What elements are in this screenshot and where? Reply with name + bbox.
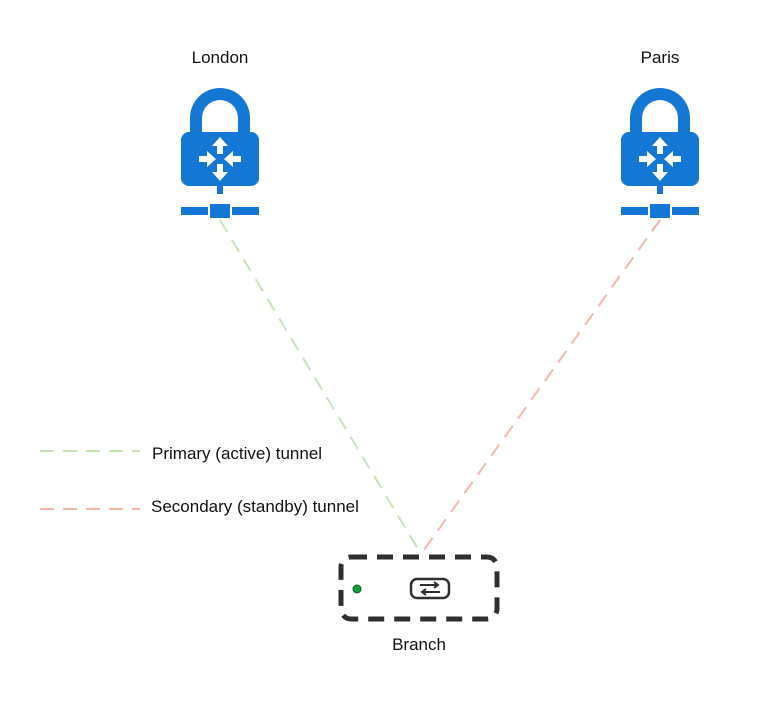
branch-label: Branch [392,635,446,654]
branch-router-icon [338,554,500,622]
secondary-tunnel-line [420,219,661,555]
vpn-gateway-icon [621,88,699,220]
paris-label: Paris [640,48,680,67]
status-led-icon [352,584,362,594]
london-label: London [191,48,249,67]
transfer-arrows-icon [409,577,451,600]
legend-secondary-label: Secondary (standby) tunnel [151,497,359,516]
primary-tunnel-line [219,219,422,555]
legend-primary-label: Primary (active) tunnel [152,444,323,463]
vpn-gateway-icon [181,88,259,220]
